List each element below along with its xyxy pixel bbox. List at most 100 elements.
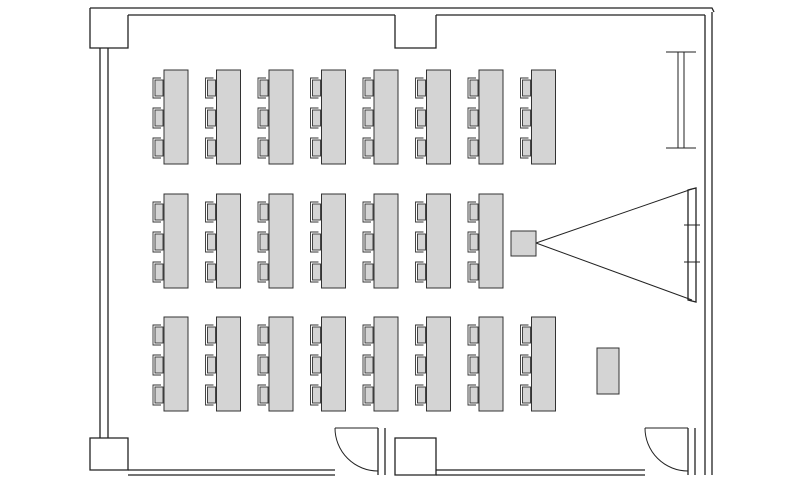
chair-back: [205, 107, 214, 129]
chair: [522, 139, 531, 157]
chair: [469, 79, 479, 97]
chair-back: [257, 384, 266, 406]
chair: [154, 79, 164, 97]
desk: [426, 316, 451, 412]
chair-back: [205, 384, 214, 406]
chair-back: [415, 261, 424, 283]
chair-back: [310, 77, 319, 99]
chair: [259, 203, 269, 221]
chair-back: [362, 354, 371, 376]
chair-back: [362, 77, 371, 99]
chair: [207, 109, 216, 127]
desk-group: [257, 69, 294, 165]
desk: [268, 193, 294, 289]
chair: [469, 139, 479, 157]
chair-back: [362, 137, 371, 159]
chair-back: [362, 324, 371, 346]
walls: [89, 7, 715, 476]
desk-group: [257, 193, 294, 289]
chair-back: [310, 354, 319, 376]
chair: [522, 356, 531, 374]
desk: [531, 316, 556, 412]
chair: [312, 233, 321, 251]
chair-back: [152, 231, 161, 253]
chair-back: [152, 354, 161, 376]
chair-back: [257, 324, 266, 346]
desk: [216, 69, 241, 165]
chair: [469, 263, 479, 281]
chair-back: [415, 201, 424, 223]
desk: [216, 316, 241, 412]
desk-group: [362, 69, 399, 165]
chair: [207, 79, 216, 97]
chair: [364, 386, 374, 404]
desk-group: [467, 193, 504, 289]
desk-group: [152, 69, 189, 165]
chair-back: [310, 231, 319, 253]
chair-back: [467, 384, 476, 406]
chair: [312, 326, 321, 344]
desk: [321, 316, 346, 412]
chair: [417, 386, 426, 404]
chair-back: [257, 201, 266, 223]
chair-back: [415, 384, 424, 406]
chair: [154, 326, 164, 344]
chair: [259, 263, 269, 281]
chair: [207, 356, 216, 374]
chair: [312, 139, 321, 157]
chair: [417, 326, 426, 344]
chair-back: [152, 137, 161, 159]
chair: [207, 203, 216, 221]
chair: [469, 233, 479, 251]
chair-back: [205, 137, 214, 159]
chair-back: [362, 107, 371, 129]
chair: [207, 233, 216, 251]
door-left-swing: [334, 427, 379, 472]
desk-group: [362, 316, 399, 412]
desk: [478, 69, 504, 165]
desk-group: [415, 316, 451, 412]
chair-back: [415, 231, 424, 253]
chair: [417, 356, 426, 374]
chair-back: [520, 384, 529, 406]
desk: [373, 69, 399, 165]
chair: [469, 203, 479, 221]
desk-group: [205, 193, 241, 289]
desk: [216, 193, 241, 289]
chair: [364, 79, 374, 97]
desk: [163, 316, 189, 412]
chair-back: [520, 107, 529, 129]
desk-group: [415, 69, 451, 165]
chair-back: [520, 137, 529, 159]
chair-back: [257, 354, 266, 376]
chair: [522, 109, 531, 127]
instructor-table: [596, 347, 620, 395]
chair: [312, 109, 321, 127]
desk: [426, 69, 451, 165]
chair-back: [467, 107, 476, 129]
desk: [478, 316, 504, 412]
chair-back: [415, 354, 424, 376]
desk: [163, 193, 189, 289]
chair-back: [310, 201, 319, 223]
chair: [154, 203, 164, 221]
chair: [522, 386, 531, 404]
projector: [510, 230, 537, 257]
desk: [426, 193, 451, 289]
chair: [312, 386, 321, 404]
chair-back: [520, 77, 529, 99]
chair-back: [362, 201, 371, 223]
chair: [259, 233, 269, 251]
desk: [373, 316, 399, 412]
chair: [312, 203, 321, 221]
chair: [312, 79, 321, 97]
desk-group: [467, 316, 504, 412]
chair-back: [152, 77, 161, 99]
chair-back: [310, 137, 319, 159]
chair-back: [520, 354, 529, 376]
column-top-middle: [394, 15, 437, 49]
chair-back: [205, 261, 214, 283]
chair: [417, 203, 426, 221]
chair: [364, 109, 374, 127]
